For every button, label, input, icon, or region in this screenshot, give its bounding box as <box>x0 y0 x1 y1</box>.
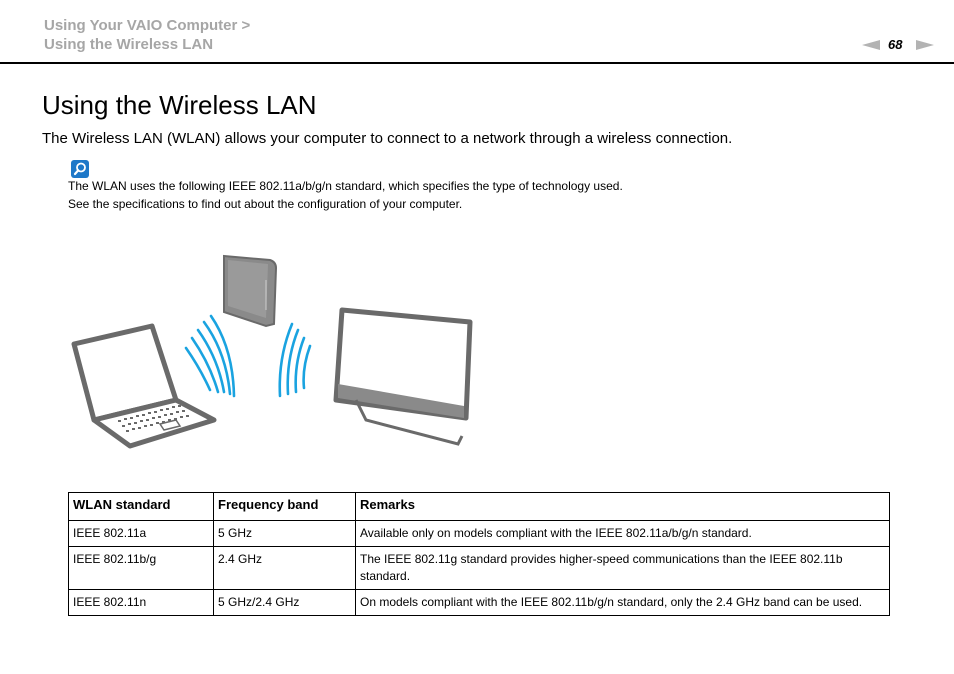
pager: 68 <box>862 37 934 53</box>
page-header: Using Your VAIO Computer > Using the Wir… <box>0 0 954 64</box>
column-header-remarks: Remarks <box>355 492 890 521</box>
breadcrumb-parent[interactable]: Using Your VAIO Computer > <box>44 17 251 34</box>
column-header-frequency-band: Frequency band <box>213 492 356 521</box>
wlan-standards-table: WLAN standard Frequency band Remarks IEE… <box>68 492 890 616</box>
previous-page-arrow-icon[interactable] <box>862 40 880 50</box>
all-in-one-monitor-icon <box>333 307 473 446</box>
cell-frequency-band: 5 GHz/2.4 GHz <box>213 589 356 616</box>
table-row: IEEE 802.11b/g 2.4 GHz The IEEE 802.11g … <box>68 546 890 590</box>
page-title: Using the Wireless LAN <box>42 90 317 120</box>
cell-remarks: Available only on models compliant with … <box>355 520 890 547</box>
breadcrumb-current[interactable]: Using the Wireless LAN <box>44 36 214 53</box>
next-page-arrow-icon[interactable] <box>916 40 934 50</box>
intro-paragraph: The Wireless LAN (WLAN) allows your comp… <box>42 130 733 147</box>
note-line: The WLAN uses the following IEEE 802.11a… <box>68 179 623 193</box>
cell-frequency-band: 5 GHz <box>213 520 356 547</box>
wifi-waves-icon <box>184 314 312 398</box>
magnifier-note-icon <box>71 160 89 178</box>
cell-frequency-band: 2.4 GHz <box>213 546 356 590</box>
laptop-icon <box>71 323 217 449</box>
cell-wlan-standard: IEEE 802.11n <box>68 589 214 616</box>
table-header-row: WLAN standard Frequency band Remarks <box>68 492 890 521</box>
column-header-wlan-standard: WLAN standard <box>68 492 214 521</box>
cell-remarks: On models compliant with the IEEE 802.11… <box>355 589 890 616</box>
header-divider <box>0 62 954 64</box>
cell-wlan-standard: IEEE 802.11a <box>68 520 214 547</box>
cell-remarks: The IEEE 802.11g standard provides highe… <box>355 546 890 590</box>
cell-wlan-standard: IEEE 802.11b/g <box>68 546 214 590</box>
table-row: IEEE 802.11a 5 GHz Available only on mod… <box>68 520 890 547</box>
note-line: See the specifications to find out about… <box>68 197 463 211</box>
wireless-router-icon <box>223 254 278 328</box>
wireless-network-illustration <box>66 250 486 450</box>
table-row: IEEE 802.11n 5 GHz/2.4 GHz On models com… <box>68 589 890 616</box>
page-number: 68 <box>888 37 903 52</box>
